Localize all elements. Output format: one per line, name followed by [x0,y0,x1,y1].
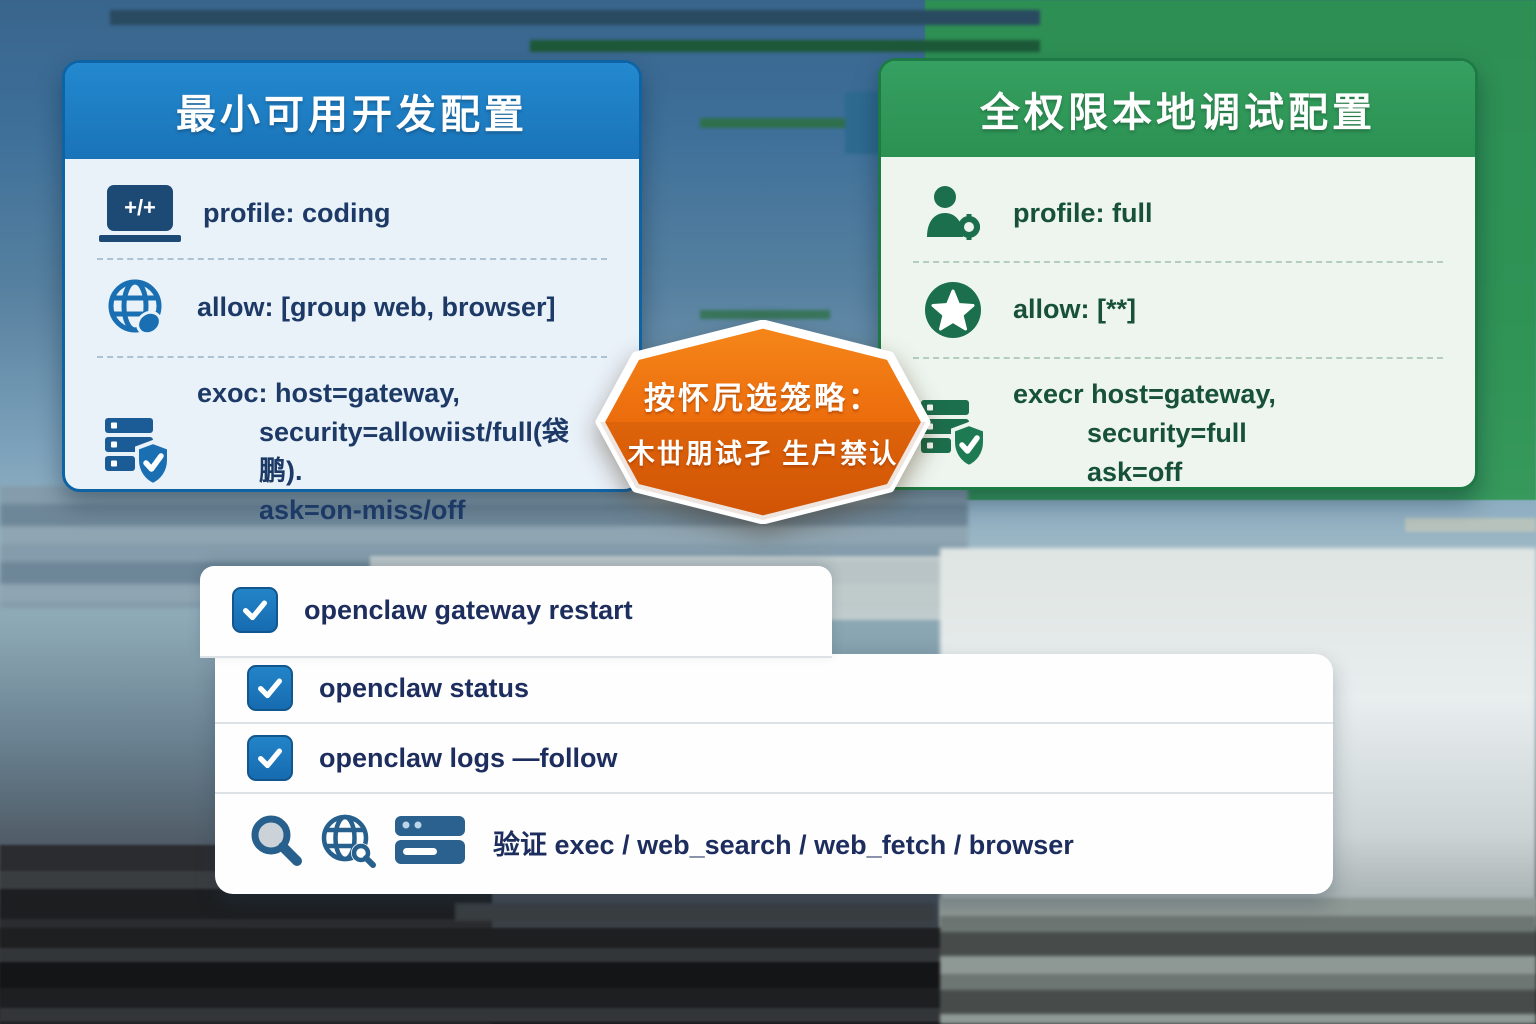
checklist-row: openclaw status [215,654,1333,724]
bg-glitch-stripe [455,903,935,921]
checklist-row: openclaw logs —follow [215,724,1333,794]
exec-config: execr host=gateway, security=full ask=of… [1013,379,1276,488]
exec-row: exoc: host=gateway, security=allowiist/f… [97,356,607,547]
exec-row: execr host=gateway, security=full ask=of… [913,357,1443,508]
star-circle-icon [915,279,991,341]
bg-glitch-stripe [110,10,1040,25]
full-permission-config-card: 全权限本地调试配置 [878,58,1478,490]
checklist-label: openclaw gateway restart [304,594,633,625]
server-shield-icon [99,414,175,490]
badge-title: 按怀凥选笼略： [644,381,882,416]
globe-search-icon [319,811,379,874]
card-title: 最小可用开发配置 [176,93,528,137]
allow-row: allow: [group web, browser] [97,258,607,356]
card-body: +/+ profile: coding [65,159,639,555]
card-header: 全权限本地调试配置 [881,61,1475,157]
allow-row: allow: [**] [913,261,1443,357]
bg-glitch-stripe [0,928,945,1024]
laptop-code-icon: +/+ [99,185,181,242]
checkbox-checked[interactable] [232,587,278,633]
card-title: 全权限本地调试配置 [980,91,1376,135]
server-shield-icon [915,396,991,472]
minimal-dev-config-card: 最小可用开发配置 +/+ profile: coding [62,60,642,525]
bg-glitch-stripe [530,40,1040,52]
allow-value: allow: [group web, browser] [197,292,556,323]
verify-icons [247,811,467,874]
verify-label: 验证 exec / web_search / web_fetch / brows… [493,829,1074,860]
bg-glitch-stripe [1405,518,1536,532]
bg-glitch-stripe [940,898,1536,1024]
checklist-panel: openclaw status openclaw logs —follow [215,654,1333,894]
checklist-label: openclaw status [319,672,530,703]
checklist-label: openclaw logs —follow [319,742,618,773]
bg-glitch-stripe [700,310,830,319]
checkbox-checked[interactable] [247,665,293,711]
user-gear-icon [915,183,991,245]
allow-value: allow: [**] [1013,294,1137,325]
profile-row: profile: full [913,167,1443,261]
badge-subtitle: 木丗朋试孑 生户禁认 [627,439,899,469]
magnifier-icon [247,811,305,874]
globe-icon [99,276,175,340]
checklist-panel-top: openclaw gateway restart [200,566,832,658]
exec-config: exoc: host=gateway, security=allowiist/f… [197,378,569,526]
checkbox-checked[interactable] [247,735,293,781]
verify-row: 验证 exec / web_search / web_fetch / brows… [215,794,1333,890]
card-body: profile: full allow: [**] [881,157,1475,516]
profile-value: profile: full [1013,198,1153,229]
browser-window-icon [393,814,467,871]
strategy-badge: 按怀凥选笼略： 木丗朋试孑 生户禁认 [594,320,932,524]
checklist-row: openclaw gateway restart [200,566,832,654]
card-header: 最小可用开发配置 [65,63,639,159]
profile-row: +/+ profile: coding [97,169,607,258]
profile-value: profile: coding [203,197,391,228]
